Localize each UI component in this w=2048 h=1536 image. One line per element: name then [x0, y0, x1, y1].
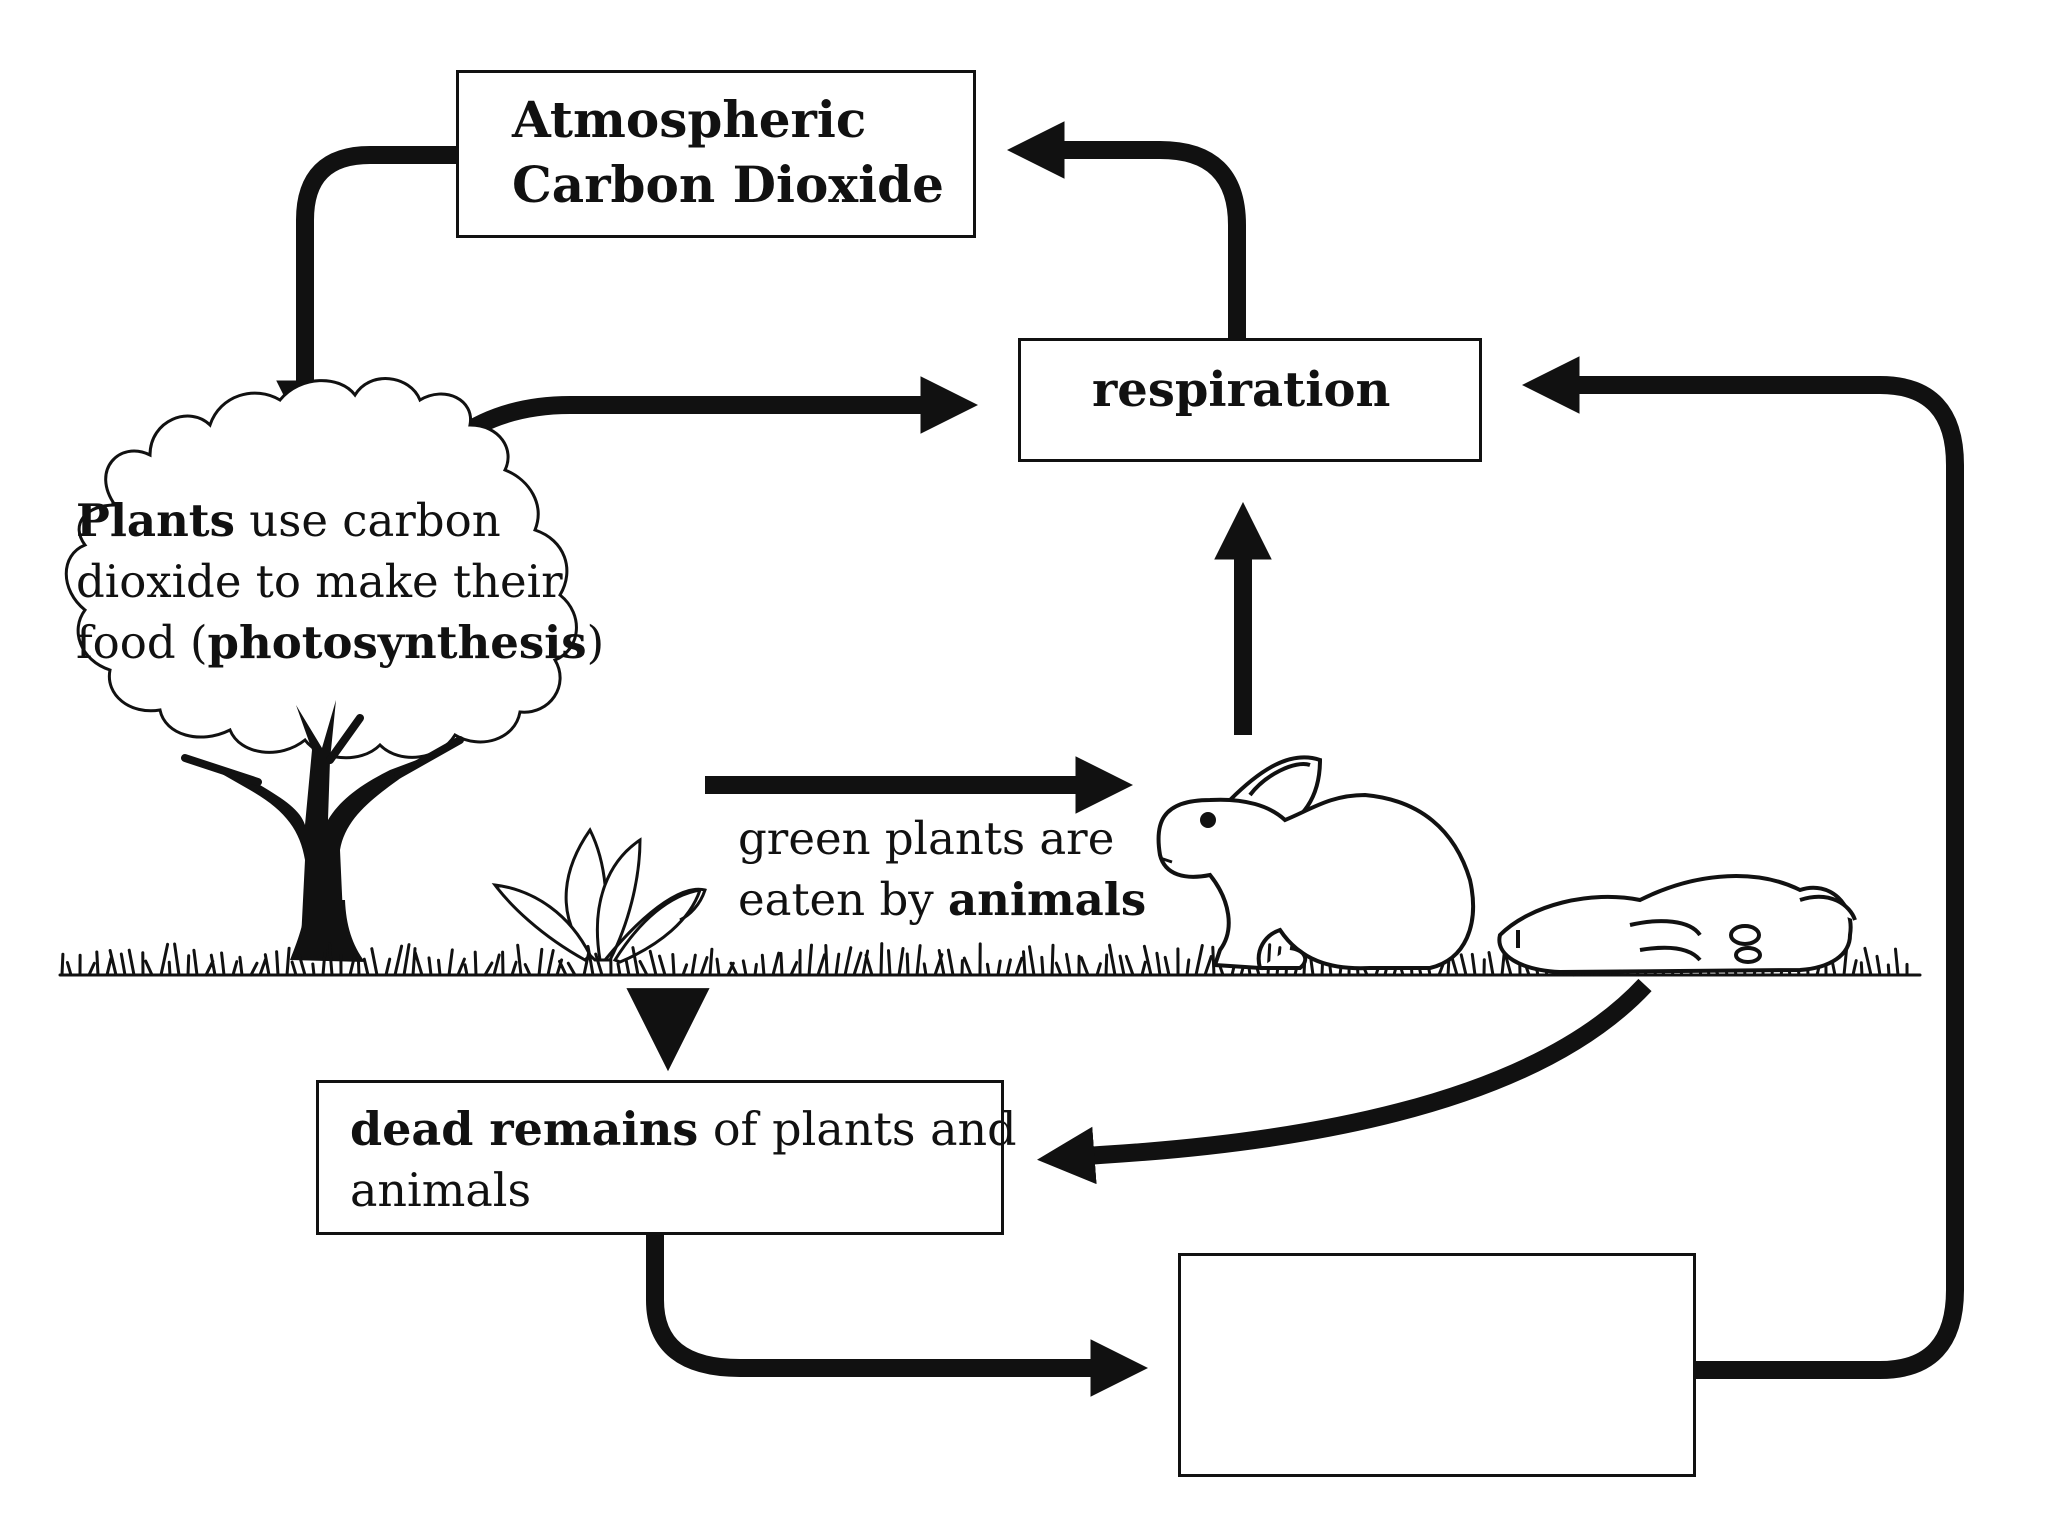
plants-label-photosynthesis: photosynthesis — [207, 616, 587, 669]
arrow-dead-animal-to-dead-remains — [1037, 978, 1652, 1185]
atmosphere-label-line2: Carbon Dioxide — [512, 155, 944, 214]
atmosphere-box — [456, 70, 976, 238]
dead-remains-label-bold: dead remains — [350, 1102, 699, 1156]
plants-label-pre: food ( — [76, 616, 208, 669]
plants-label-line2: dioxide to make their — [76, 555, 563, 608]
dead-remains-box — [316, 1080, 1004, 1235]
dead-remains-label-line2: animals — [350, 1163, 532, 1217]
plants-label-bold: Plants — [76, 494, 235, 547]
eaten-label-animals: animals — [948, 873, 1147, 926]
dead-remains-label-line1: dead remains of plants and — [350, 1102, 1017, 1157]
arrow-atmosphere-to-plants — [276, 146, 458, 439]
arrow-respiration-to-atmosphere — [1006, 121, 1246, 340]
respiration-box — [1018, 338, 1482, 462]
plants-label-line3: food (photosynthesis) — [76, 616, 604, 670]
small-plant-icon — [491, 827, 707, 964]
arrow-blank-box-to-respiration — [1521, 356, 1964, 1379]
plants-label-rest: use carbon — [234, 494, 501, 547]
rabbit-icon — [1156, 755, 1476, 971]
tree-icon — [64, 377, 578, 962]
dead-rabbit-icon — [1497, 874, 1857, 975]
arrow-dead-remains-to-blank-box — [646, 1235, 1149, 1397]
eaten-label-line1: green plants are — [738, 812, 1115, 865]
eaten-label-line2: eaten by animals — [738, 873, 1146, 927]
atmosphere-label-line1: Atmospheric — [512, 90, 867, 149]
blank-answer-box — [1178, 1253, 1696, 1477]
plants-label-line1: Plants use carbon — [76, 494, 501, 548]
respiration-label: respiration — [1092, 362, 1391, 418]
plants-label-post: ) — [586, 616, 605, 669]
dead-remains-label-rest: of plants and — [698, 1102, 1017, 1156]
eaten-label-pre: eaten by — [738, 873, 948, 926]
